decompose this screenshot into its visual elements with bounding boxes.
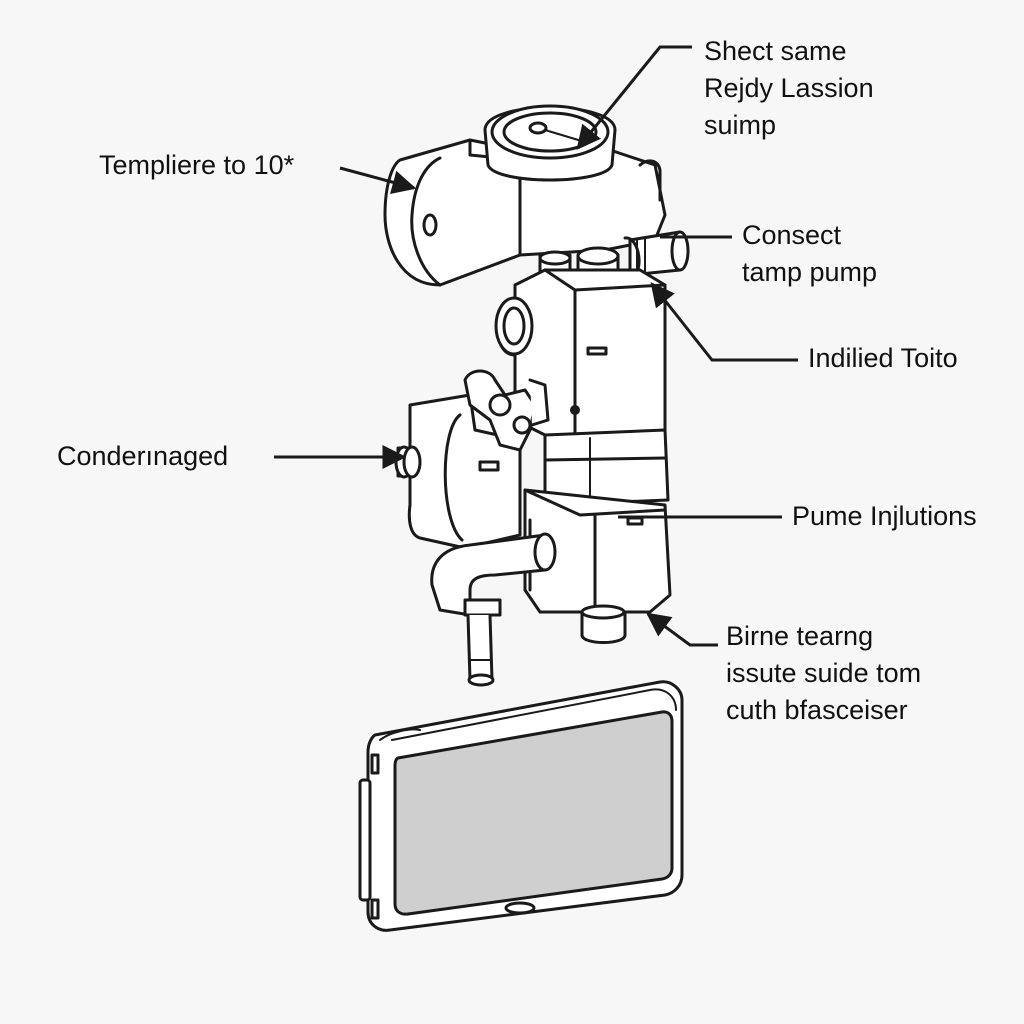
label-line: Pume Injlutions — [792, 501, 977, 531]
display-panel — [358, 680, 684, 932]
label-line: issute suide tom — [726, 658, 922, 688]
label-line: Consect — [742, 220, 842, 250]
label-line: Templiere to 10* — [99, 150, 295, 180]
label-line: Conderınaged — [57, 441, 229, 471]
label-conderinaged: Conderınaged — [57, 438, 228, 475]
label-birne-tearng: Birne tearng issute suide tom cuth bfasc… — [726, 618, 921, 729]
gauge-dial — [483, 104, 617, 182]
label-shect-same: Shect same Rejdy Lassion suimp — [704, 33, 874, 144]
label-line: Shect same — [704, 36, 847, 66]
label-line: cuth bfasceiser — [726, 695, 908, 725]
label-line: Rejdy Lassion — [704, 73, 874, 103]
label-pume-injlutions: Pume Injlutions — [792, 498, 977, 535]
leader-top-right — [576, 45, 692, 150]
label-consect-tamp-pump: Consect tamp pump — [742, 217, 877, 291]
elbow-pipe — [430, 532, 557, 617]
label-templiere: Templiere to 10* — [99, 147, 294, 184]
label-line: Indilied Toito — [808, 343, 958, 373]
leader-indilied — [650, 282, 798, 362]
lower-pump-housing — [523, 488, 672, 614]
leader-lines — [274, 45, 798, 647]
leader-birne — [646, 612, 718, 647]
middle-collar — [543, 428, 670, 507]
label-line: suimp — [704, 110, 777, 140]
bottom-outlet — [580, 604, 627, 644]
label-line: Birne tearng — [726, 621, 874, 651]
gear-cluster — [463, 369, 550, 452]
leader-temp — [339, 166, 417, 194]
label-indilied-toito: Indilied Toito — [808, 340, 958, 377]
drain-tube — [466, 613, 495, 687]
label-line: tamp pump — [742, 257, 878, 287]
